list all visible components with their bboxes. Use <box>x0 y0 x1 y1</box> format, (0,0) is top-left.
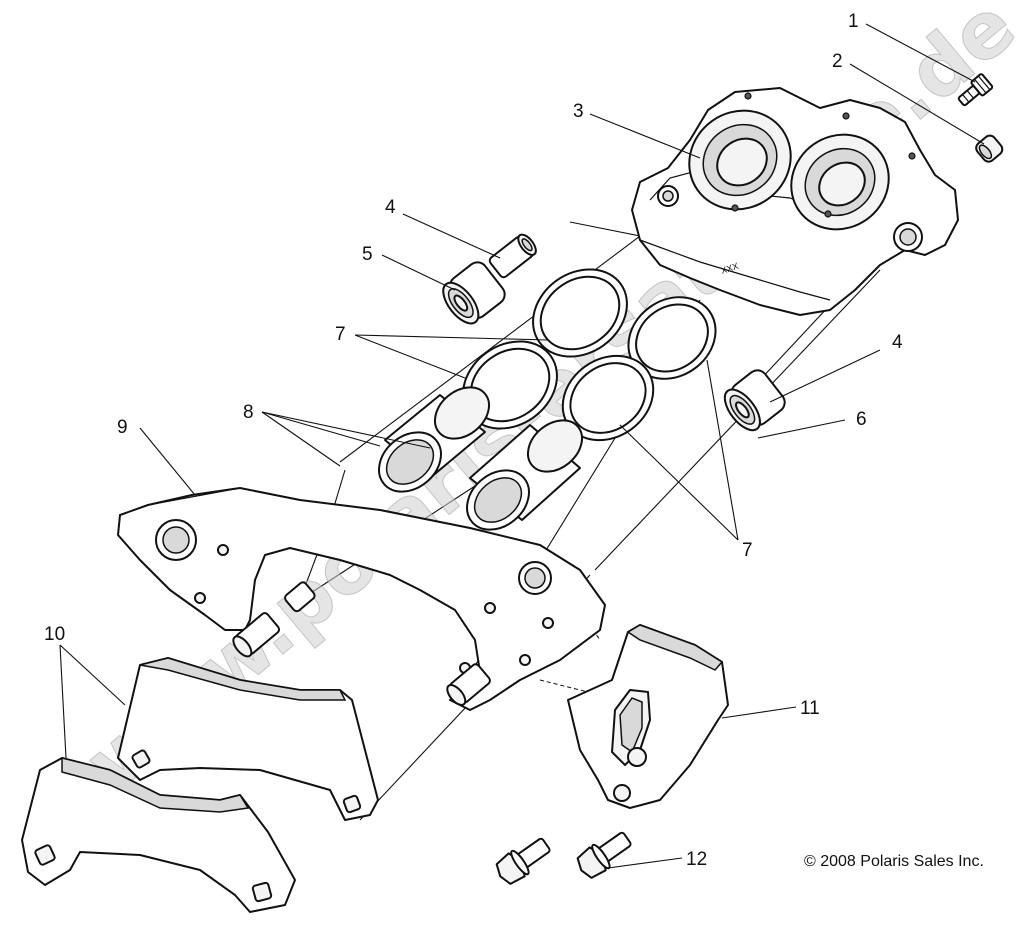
callout-leaders <box>59 23 985 869</box>
mounting-bracket-part <box>117 487 606 711</box>
callout-7-lower: 7 <box>742 540 753 561</box>
callout-4-lower: 4 <box>892 332 903 353</box>
callout-3: 3 <box>573 101 584 122</box>
bushing-part-upper <box>488 233 537 279</box>
flange-bolt-part <box>576 831 632 879</box>
callout-1: 1 <box>848 11 859 32</box>
seal-ring-part <box>532 268 628 358</box>
callout-11: 11 <box>800 698 820 719</box>
copyright-notice: © 2008 Polaris Sales Inc. <box>804 853 984 870</box>
brake-pad-part-rear <box>117 657 379 821</box>
callout-5: 5 <box>362 244 373 265</box>
flange-bolt-part <box>495 837 551 885</box>
bushing-part-lower <box>723 369 786 432</box>
caliper-body-part: XXX <box>631 87 959 316</box>
seal-ring-part <box>561 354 655 442</box>
callout-6: 6 <box>856 409 867 430</box>
callout-12: 12 <box>686 849 707 870</box>
callout-2: 2 <box>832 51 843 72</box>
caliper-bracket-part <box>567 624 729 809</box>
callout-10: 10 <box>44 624 65 645</box>
callout-9: 9 <box>117 417 128 438</box>
seal-ring-part <box>627 296 717 380</box>
callout-4-upper: 4 <box>385 197 396 218</box>
callout-8: 8 <box>243 402 254 423</box>
bleeder-screw-part <box>957 73 994 107</box>
callout-7-upper: 7 <box>335 324 346 345</box>
brake-pad-part-front <box>21 757 296 913</box>
bleeder-cap-part <box>975 134 1004 163</box>
callout-labels: 1 2 3 4 5 7 4 8 6 9 7 10 11 12 <box>44 11 903 870</box>
boot-seal-part-upper <box>442 261 506 325</box>
piston-part <box>466 419 583 531</box>
